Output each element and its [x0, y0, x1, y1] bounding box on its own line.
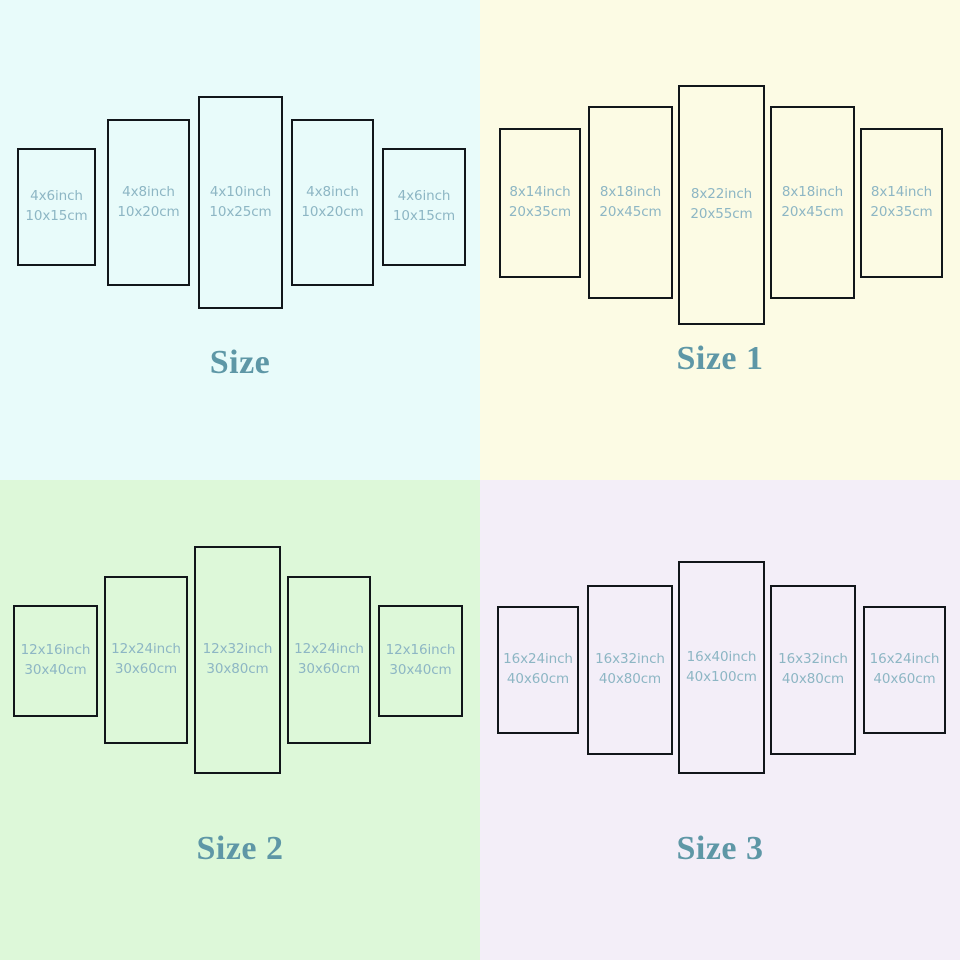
- size-panel[interactable]: 16x40inch 40x100cm: [678, 561, 765, 774]
- size-panel[interactable]: 8x18inch 20x45cm: [770, 106, 855, 299]
- size-panel-inches: 4x8inch: [122, 183, 175, 200]
- size-panel-label: 8x14inch 20x35cm: [870, 183, 932, 222]
- size-panel-label: 4x10inch 10x25cm: [209, 183, 271, 222]
- size-panel-inches: 8x18inch: [781, 183, 844, 200]
- size-panel[interactable]: 16x32inch 40x80cm: [587, 585, 673, 755]
- quadrant-size: 4x6inch 10x15cm 4x8inch 10x20cm 4x10inch 10x2…: [0, 0, 480, 480]
- panel-group-size: 4x6inch 10x15cm 4x8inch 10x20cm 4x10inch 10x2…: [0, 0, 480, 340]
- quadrant-size-1: 8x14inch 20x35cm 8x18inch 20x45cm 8x22inch 20…: [480, 0, 960, 480]
- size-panel-centimeters: 20x55cm: [690, 206, 753, 222]
- size-panel-label: 4x8inch 10x20cm: [117, 183, 179, 222]
- quadrant-size-2: 12x16inch 30x40cm 12x24inch 30x60cm 12x32inc…: [0, 480, 480, 960]
- size-panel-centimeters: 30x60cm: [114, 661, 178, 677]
- size-panel[interactable]: 12x24inch 30x60cm: [287, 576, 371, 744]
- size-panel-label: 12x16inch 30x40cm: [386, 641, 456, 680]
- size-panel-centimeters: 20x45cm: [781, 203, 844, 220]
- size-panel-label: 16x24inch 40x60cm: [870, 650, 940, 689]
- size-panel-label: 4x8inch 10x20cm: [301, 183, 363, 222]
- size-panel-centimeters: 20x35cm: [508, 204, 572, 220]
- size-panel-centimeters: 10x20cm: [117, 203, 180, 220]
- size-panel[interactable]: 4x10inch 10x25cm: [198, 96, 283, 309]
- size-panel-inches: 16x32inch: [595, 651, 665, 668]
- size-panel-centimeters: 30x40cm: [389, 662, 452, 678]
- size-panel-label: 12x24inch 30x60cm: [294, 640, 364, 679]
- size-panel-inches: 8x18inch: [599, 183, 662, 200]
- panel-group-size-1: 8x14inch 20x35cm 8x18inch 20x45cm 8x22inch 20…: [480, 0, 960, 340]
- size-panel[interactable]: 8x18inch 20x45cm: [588, 106, 673, 299]
- size-panel[interactable]: 12x16inch 30x40cm: [378, 605, 463, 717]
- size-panel-label: 4x6inch 10x15cm: [393, 187, 455, 226]
- size-panel-centimeters: 40x80cm: [781, 671, 845, 687]
- size-panel-label: 12x32inch 30x80cm: [203, 640, 273, 679]
- size-panel[interactable]: 12x32inch 30x80cm: [194, 546, 281, 774]
- size-panel-label: 8x18inch 20x45cm: [599, 183, 661, 222]
- size-panel[interactable]: 16x24inch 40x60cm: [863, 606, 946, 734]
- size-panel[interactable]: 8x22inch 20x55cm: [678, 85, 765, 325]
- size-panel[interactable]: 16x32inch 40x80cm: [770, 585, 856, 755]
- size-panel[interactable]: 8x14inch 20x35cm: [860, 128, 943, 278]
- size-panel-centimeters: 40x60cm: [873, 671, 936, 687]
- size-panel-inches: 12x16inch: [385, 642, 456, 659]
- size-panel-inches: 16x24inch: [869, 651, 940, 668]
- size-panel-inches: 12x24inch: [111, 641, 181, 658]
- size-panel[interactable]: 4x8inch 10x20cm: [291, 119, 374, 286]
- quadrant-size-3: 16x24inch 40x60cm 16x32inch 40x80cm 16x40inc…: [480, 480, 960, 960]
- size-panel-label: 4x6inch 10x15cm: [25, 187, 87, 226]
- size-panel-label: 8x22inch 20x55cm: [690, 185, 752, 224]
- size-panel-centimeters: 10x15cm: [392, 208, 456, 224]
- size-panel-centimeters: 10x20cm: [301, 203, 364, 220]
- size-panel-label: 8x18inch 20x45cm: [781, 183, 843, 222]
- size-panel-label: 16x32inch 40x80cm: [595, 650, 665, 689]
- size-panel-label: 12x24inch 30x60cm: [111, 640, 181, 679]
- size-panel-centimeters: 40x100cm: [686, 668, 757, 685]
- size-panel-inches: 4x10inch: [209, 183, 272, 200]
- size-panel[interactable]: 16x24inch 40x60cm: [497, 606, 579, 734]
- size-panel[interactable]: 4x8inch 10x20cm: [107, 119, 190, 286]
- size-panel-inches: 8x14inch: [870, 184, 933, 201]
- panel-group-size-2: 12x16inch 30x40cm 12x24inch 30x60cm 12x32inc…: [0, 480, 480, 820]
- size-panel-inches: 16x40inch: [686, 648, 757, 665]
- size-panel-label: 8x14inch 20x35cm: [509, 183, 571, 222]
- size-panel-inches: 4x6inch: [30, 188, 83, 205]
- size-panel-centimeters: 20x45cm: [599, 203, 662, 220]
- size-panel-inches: 16x24inch: [503, 651, 573, 668]
- size-panel-centimeters: 10x25cm: [209, 203, 272, 220]
- size-panel-label: 16x24inch 40x60cm: [503, 650, 573, 689]
- size-panel-centimeters: 30x60cm: [297, 661, 361, 677]
- size-panel-centimeters: 10x15cm: [25, 208, 88, 224]
- size-panel-inches: 8x14inch: [509, 184, 571, 201]
- size-panel-inches: 12x16inch: [20, 642, 91, 659]
- size-panel-label: 12x16inch 30x40cm: [21, 641, 91, 680]
- size-panel-inches: 16x32inch: [778, 651, 848, 668]
- size-panel-centimeters: 30x80cm: [206, 661, 269, 677]
- quadrant-title-size-3: Size 3: [676, 830, 764, 867]
- panel-group-size-3: 16x24inch 40x60cm 16x32inch 40x80cm 16x40inc…: [480, 480, 960, 820]
- quadrant-title-size-1: Size 1: [676, 340, 764, 377]
- size-panel-inches: 4x6inch: [397, 188, 451, 205]
- size-panel[interactable]: 4x6inch 10x15cm: [17, 148, 96, 266]
- size-panel-inches: 8x22inch: [690, 186, 753, 203]
- size-panel-centimeters: 40x80cm: [598, 671, 662, 687]
- quadrant-title-size-2: Size 2: [196, 830, 284, 867]
- size-panel[interactable]: 12x16inch 30x40cm: [13, 605, 98, 717]
- size-panel-centimeters: 40x60cm: [506, 671, 570, 687]
- size-panel[interactable]: 4x6inch 10x15cm: [382, 148, 466, 266]
- size-panel-inches: 12x32inch: [202, 641, 273, 658]
- size-panel-label: 16x40inch 40x100cm: [686, 648, 757, 687]
- size-panel[interactable]: 12x24inch 30x60cm: [104, 576, 188, 744]
- size-panel[interactable]: 8x14inch 20x35cm: [499, 128, 581, 278]
- size-panel-label: 16x32inch 40x80cm: [778, 650, 848, 689]
- size-panel-centimeters: 20x35cm: [870, 204, 933, 220]
- size-panel-inches: 4x8inch: [306, 183, 359, 200]
- quadrant-title-size: Size: [209, 344, 271, 381]
- size-panel-centimeters: 30x40cm: [24, 662, 87, 678]
- size-panel-inches: 12x24inch: [294, 641, 364, 658]
